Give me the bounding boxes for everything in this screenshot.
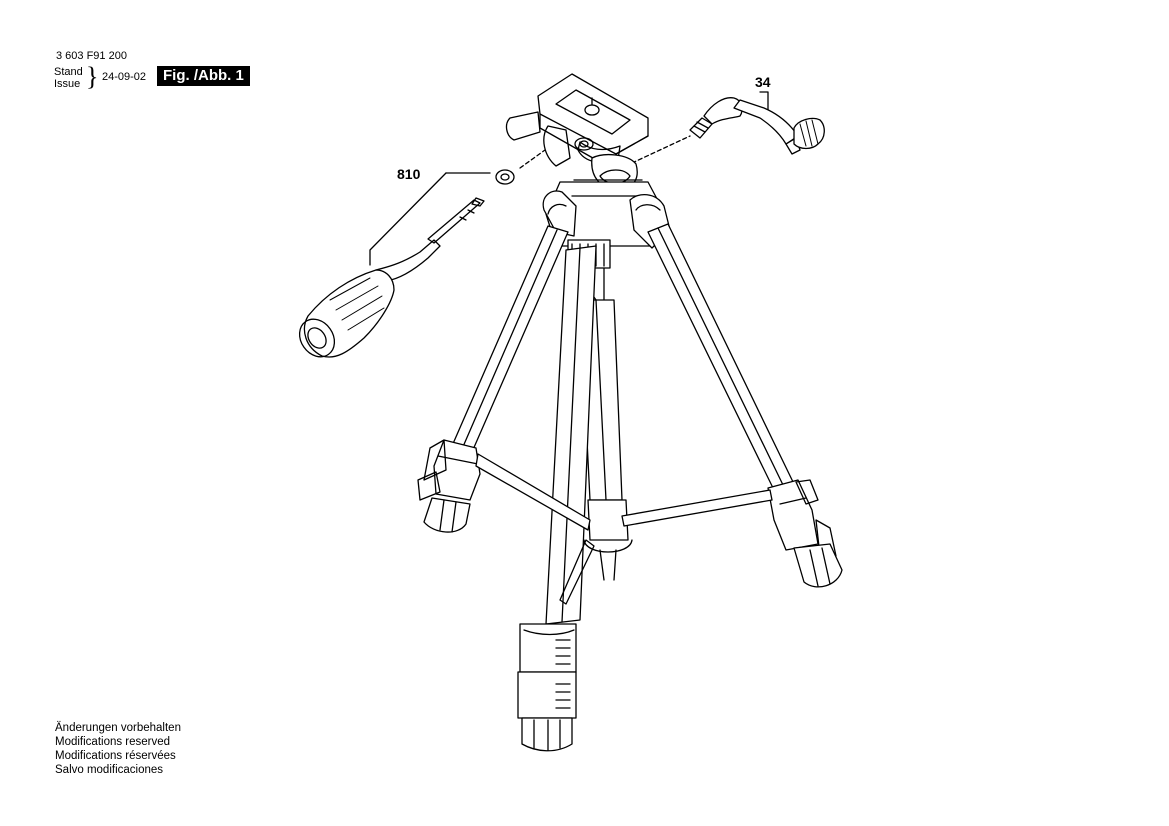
leader-34 [631,91,769,164]
crank-handle-34 [689,97,825,155]
leader-810 [369,149,546,266]
tripod-leg-right [647,223,843,588]
figure-label: Fig. /Abb. 1 [157,66,250,86]
stand-label: Stand [54,66,83,78]
issue-date: 24-09-02 [102,71,147,83]
screw-handle-810 [298,197,485,358]
callout-810: 810 [397,166,421,182]
leg-spreader [475,453,773,605]
tripod-leg-left [417,225,569,533]
modification-notes: Änderungen vorbehalten Modifications res… [55,721,181,777]
note-line: Salvo modificaciones [55,764,164,776]
part-number: 3 603 F91 200 [56,50,127,62]
tripod-leg-front [517,245,597,752]
callout-34: 34 [755,74,771,90]
note-line: Modifications réservées [55,750,176,762]
leg-joint-left [542,190,577,237]
issue-label: Issue [54,78,81,90]
note-line: Modifications reserved [55,736,171,748]
washer [495,169,515,185]
tripod-head [505,73,649,191]
note-line: Änderungen vorbehalten [55,722,181,734]
brace-symbol: } [86,62,99,91]
